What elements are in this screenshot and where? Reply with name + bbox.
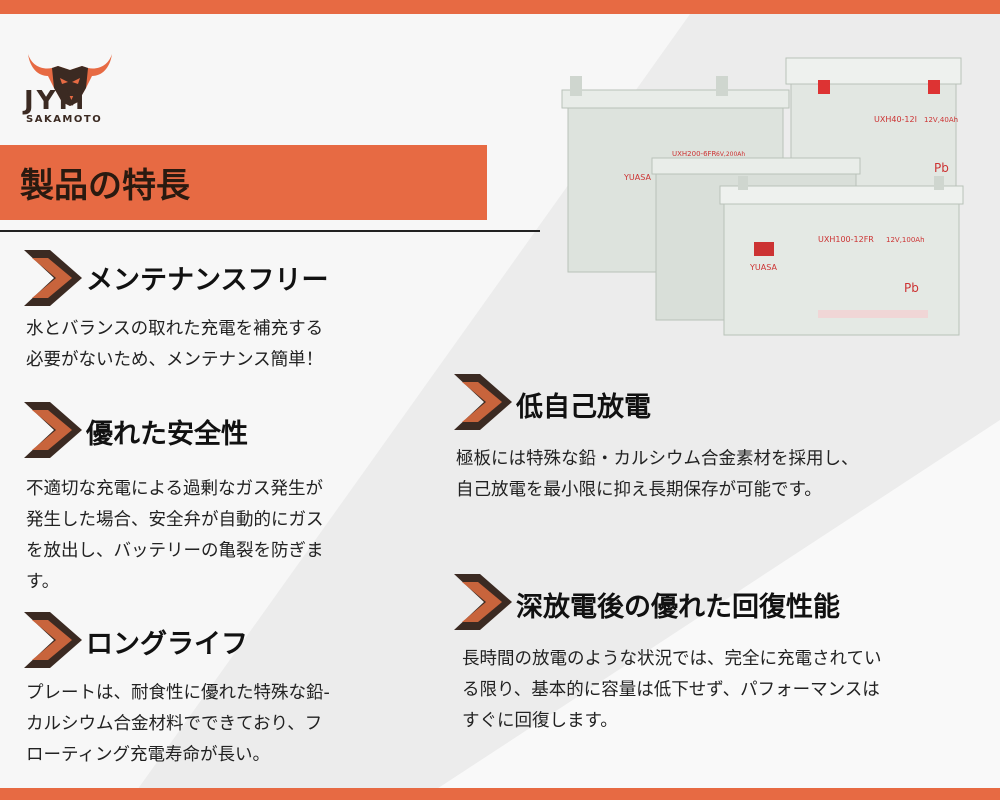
feature-title: 優れた安全性 (86, 419, 248, 450)
feature-body-line: を放出し、バッテリーの亀裂を防ぎま (26, 541, 324, 561)
brand-sub: SAKAMOTO (26, 114, 103, 125)
feature-body-line: 発生した場合、安全弁が自動的にガス (26, 510, 324, 530)
battery-model-label: UXH200-6FR (672, 150, 717, 158)
feature-title: 深放電後の優れた回復性能 (516, 592, 840, 623)
feature-title: メンテナンスフリー (86, 265, 329, 296)
feature-title: 低自己放電 (516, 392, 651, 423)
battery-model-label: UXH100-12FR (818, 235, 874, 244)
feature-body: 水とバランスの取れた充電を補充する 必要がないため、メンテナンス簡単！ (26, 314, 323, 376)
feature-body-line: 極板には特殊な鉛・カルシウム合金素材を採用し、 (456, 449, 859, 469)
battery-model-label: UXH40-12I (874, 115, 917, 124)
feature-title: ロングライフ (86, 629, 248, 660)
chevron-arrow-icon (24, 612, 82, 668)
feature-body-line: 自己放電を最小限に抑え長期保存が可能です。 (456, 480, 822, 500)
feature-body-line: す。 (26, 572, 60, 592)
bottom-accent-bar (0, 788, 1000, 800)
top-accent-bar (0, 0, 1000, 14)
feature-body-line: る限り、基本的に容量は低下せず、パフォーマンスは (462, 680, 880, 700)
feature-body-line: 水とバランスの取れた充電を補充する (26, 319, 324, 339)
feature-body: 不適切な充電による過剰なガス発生が 発生した場合、安全弁が自動的にガス を放出し… (26, 474, 324, 598)
battery-maker-label: YUASA (623, 173, 651, 182)
battery-spec-label: 12V,40Ah (924, 116, 958, 124)
feature-body: プレートは、耐食性に優れた特殊な鉛- カルシウム合金材料でできており、フ ローテ… (26, 678, 330, 771)
section-title-box: 製品の特長 (0, 145, 487, 220)
chevron-arrow-icon (454, 574, 512, 630)
feature-body-line: 長時間の放電のような状況では、完全に充電されてい (462, 649, 882, 669)
feature-body-line: 不適切な充電による過剰なガス発生が (26, 479, 323, 499)
feature-body-line: カルシウム合金材料でできており、フ (26, 714, 323, 734)
title-underline (0, 230, 540, 232)
bull-logo-icon (28, 54, 112, 106)
feature-body: 長時間の放電のような状況では、完全に充電されてい る限り、基本的に容量は低下せず… (462, 644, 881, 737)
feature-body-line: すぐに回復します。 (462, 711, 618, 731)
page-title: 製品の特長 (20, 166, 190, 206)
battery-product-image: UXH40-12I 12V,40Ah Pb UXH200-6FR 6V,200A… (561, 57, 964, 336)
feature-body-line: 必要がないため、メンテナンス簡単！ (26, 350, 324, 370)
chevron-arrow-icon (24, 250, 82, 306)
battery-spec-label: 12V,100Ah (886, 236, 925, 244)
chevron-arrow-icon (454, 374, 512, 430)
battery-spec-label: 6V,200Ah (716, 151, 745, 158)
battery-pb-label: Pb (904, 281, 919, 295)
battery-maker-label: YUASA (749, 263, 777, 272)
feature-body: 極板には特殊な鉛・カルシウム合金素材を採用し、 自己放電を最小限に抑え長期保存が… (456, 444, 859, 506)
feature-body-line: プレートは、耐食性に優れた特殊な鉛- (26, 683, 330, 703)
brand-name: JYM (24, 86, 88, 116)
battery-pb-label: Pb (934, 161, 949, 175)
chevron-arrow-icon (24, 402, 82, 458)
feature-body-line: ローティング充電寿命が長い。 (26, 745, 270, 765)
